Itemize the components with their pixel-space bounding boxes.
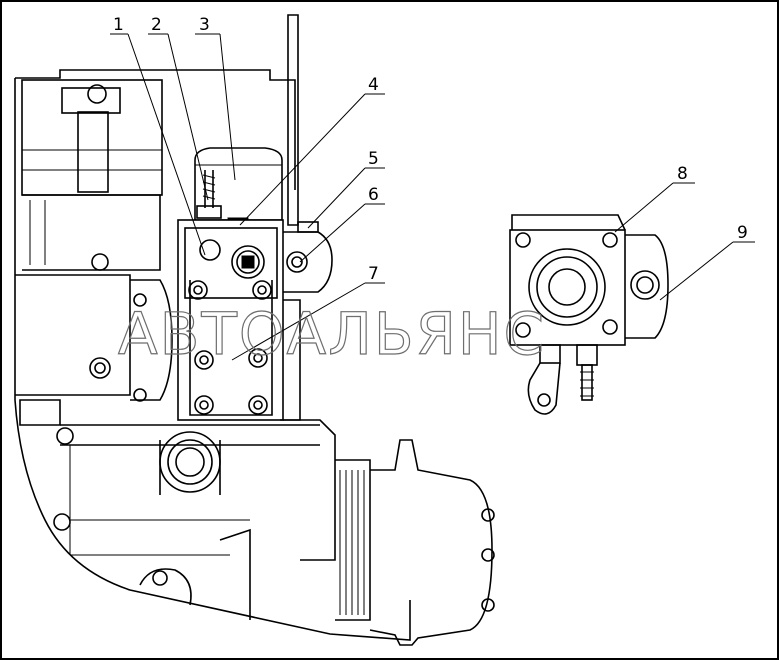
- pump-assembly: [177, 14, 336, 561]
- callout-3: 3: [199, 15, 210, 35]
- callout-1: 1: [113, 15, 124, 35]
- engine-block: [14, 69, 411, 641]
- watermark-text: АВТОАЛЬЯНС: [118, 300, 546, 368]
- pulley-assembly: [335, 439, 495, 646]
- callout-6: 6: [368, 185, 379, 205]
- callout-9: 9: [737, 223, 748, 243]
- callout-4: 4: [368, 75, 379, 95]
- callout-7: 7: [368, 264, 379, 284]
- callout-labels: 1 2 3 4 5 6 7 8 9: [113, 15, 748, 284]
- leader-lines: [110, 33, 755, 361]
- callout-8: 8: [677, 164, 688, 184]
- callout-5: 5: [368, 149, 379, 169]
- threaded-stud: [196, 170, 222, 219]
- callout-2: 2: [151, 15, 162, 35]
- detail-view: [509, 214, 669, 415]
